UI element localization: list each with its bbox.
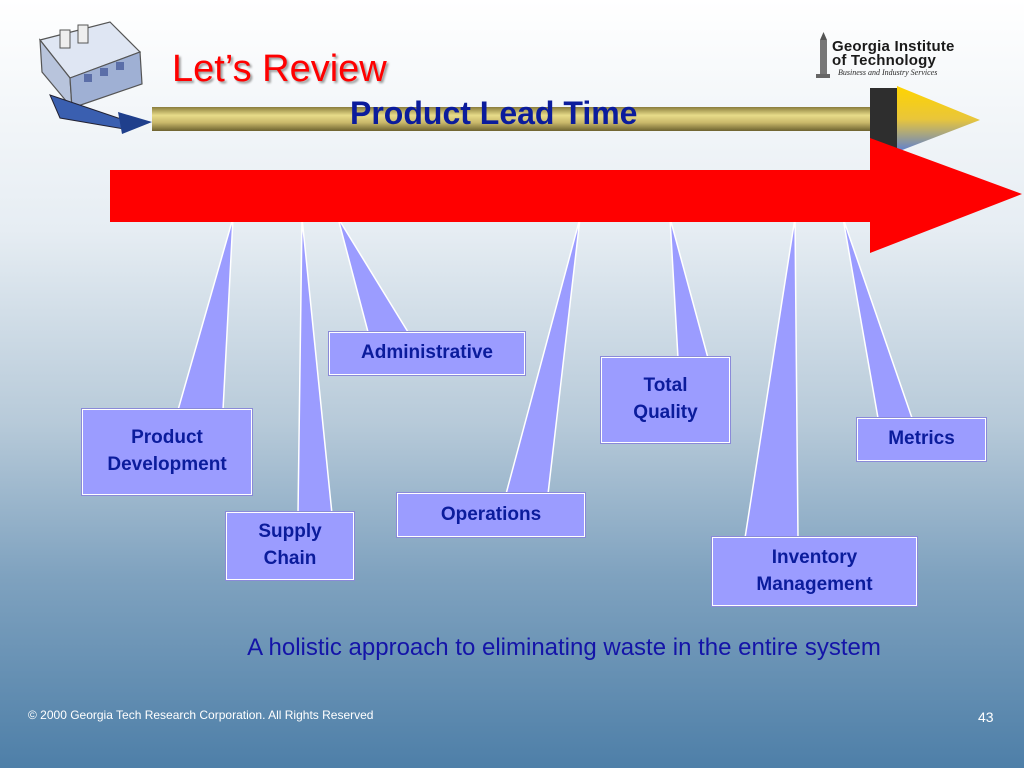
callout-label: Administrative	[361, 342, 493, 364]
tail-inventory-management	[744, 217, 799, 539]
callout-inventory-management: Inventory Management	[712, 537, 917, 606]
callout-supply-chain: Supply Chain	[226, 512, 354, 580]
tail-supply-chain	[297, 217, 333, 515]
arrow-dark-block	[870, 88, 900, 148]
arrow-head	[897, 86, 980, 152]
callout-tails	[177, 217, 914, 539]
slide-tagline: A holistic approach to eliminating waste…	[247, 634, 881, 661]
logo-line-1: Georgia Institute	[832, 38, 955, 55]
factory-icon	[38, 21, 152, 134]
logo-line-2: of Technology	[832, 52, 936, 69]
callout-metrics: Metrics	[857, 418, 986, 461]
callout-total-quality: Total Quality	[601, 357, 730, 443]
lead-time-arrow	[110, 138, 1022, 253]
callout-label: Metrics	[888, 428, 955, 450]
callout-label: Operations	[440, 503, 542, 525]
callout-label: Product Development	[107, 427, 227, 475]
tower-icon	[816, 32, 830, 78]
callout-operations: Operations	[397, 493, 585, 537]
slide-subtitle: Product Lead Time	[350, 95, 638, 131]
callout-product-development: Product Development	[82, 409, 252, 495]
tail-total-quality	[669, 217, 709, 359]
title-arrow	[152, 86, 980, 152]
tail-product-development	[177, 217, 234, 411]
slide-title: Let’s Review	[172, 48, 387, 90]
tail-administrative	[337, 217, 410, 333]
page-number: 43	[978, 709, 994, 725]
logo-tagline: Business and Industry Services	[838, 68, 938, 77]
copyright-notice: © 2000 Georgia Tech Research Corporation…	[28, 708, 374, 722]
callout-label: Supply Chain	[258, 521, 322, 569]
callout-label: Total Quality	[633, 375, 698, 423]
callout-label: Inventory Management	[756, 546, 873, 595]
callout-administrative: Administrative	[329, 332, 525, 375]
